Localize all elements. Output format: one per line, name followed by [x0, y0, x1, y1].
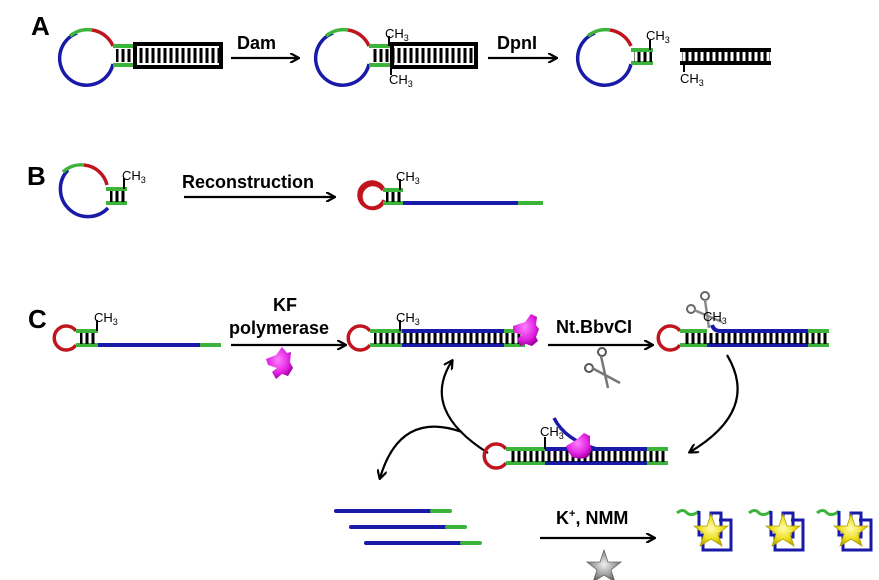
- methyl-label-fragment: CH3: [680, 71, 704, 88]
- methyl-label-a3: CH3: [646, 28, 670, 45]
- cycle-arrow-left-up: [440, 361, 489, 454]
- nmm-star-bound-icon: [692, 512, 730, 547]
- step-label-dpni: DpnI: [497, 33, 537, 53]
- hairpin-probe-a3-cleaved: [575, 27, 653, 87]
- g-quadruplex-nmm-complex-2: [748, 509, 805, 552]
- polymerase-icon-displacing: [566, 433, 592, 459]
- loop-blue-arc: [57, 31, 115, 87]
- step-label-reconstruction: Reconstruction: [182, 172, 314, 192]
- cleaved-dsdna-fragment: [680, 48, 771, 72]
- scissors-icon: [584, 347, 621, 389]
- reconstructed-probe-b2: [357, 179, 543, 211]
- methyl-label-b2: CH3: [396, 169, 420, 186]
- panel-label-b: B: [27, 161, 46, 191]
- dsdna-ladder: [133, 42, 223, 69]
- step-label-kf: KF: [273, 295, 297, 315]
- methyl-label-bottom: CH3: [389, 72, 413, 89]
- g-quadruplex-nmm-complex-3: [816, 509, 873, 552]
- polymerase-icon: [266, 347, 293, 379]
- panel-label-c: C: [28, 304, 47, 334]
- displaced-strand: [552, 417, 598, 451]
- hairpin-probe-b1: [58, 163, 127, 219]
- step-label-polymerase: polymerase: [229, 318, 329, 338]
- methyl-label-c4: CH3: [540, 424, 564, 441]
- methyl-label-top: CH3: [385, 26, 409, 43]
- hairpin-probe-a1: [57, 27, 223, 87]
- loop-green-arc: [68, 27, 93, 38]
- nmm-star-bound-icon: [764, 512, 802, 547]
- panel-label-a: A: [31, 11, 50, 41]
- cycle-arrow-right: [690, 354, 739, 452]
- step-label-dam: Dam: [237, 33, 276, 53]
- methyl-label-c1: CH3: [94, 310, 118, 327]
- step-label-k-nmm: K+, NMM: [556, 508, 628, 528]
- methyl-label-c2: CH3: [396, 310, 420, 327]
- nmm-star-bound-icon: [832, 512, 870, 547]
- scissors-icon-nick: [686, 291, 723, 329]
- release-arrow: [380, 425, 463, 478]
- loop-red-arc: [91, 28, 115, 47]
- hairpin-probe-a2-methylated: [313, 27, 478, 87]
- methyl-label-b1: CH3: [122, 168, 146, 185]
- polymerase-icon-bound: [513, 314, 539, 346]
- step-label-nt-bbvci: Nt.BbvCI: [556, 317, 632, 337]
- g-quadruplex-nmm-complex-1: [676, 509, 733, 552]
- methyl-label-c3: CH3: [703, 309, 727, 326]
- extended-duplex-c2: [346, 320, 525, 352]
- nicked-duplex-c3: [656, 324, 829, 352]
- strand-displacement-duplex-c4: [482, 417, 668, 470]
- probe-c1: [52, 320, 221, 352]
- released-ssdna-strands: [334, 509, 482, 545]
- nmm-star-icon: [585, 548, 623, 580]
